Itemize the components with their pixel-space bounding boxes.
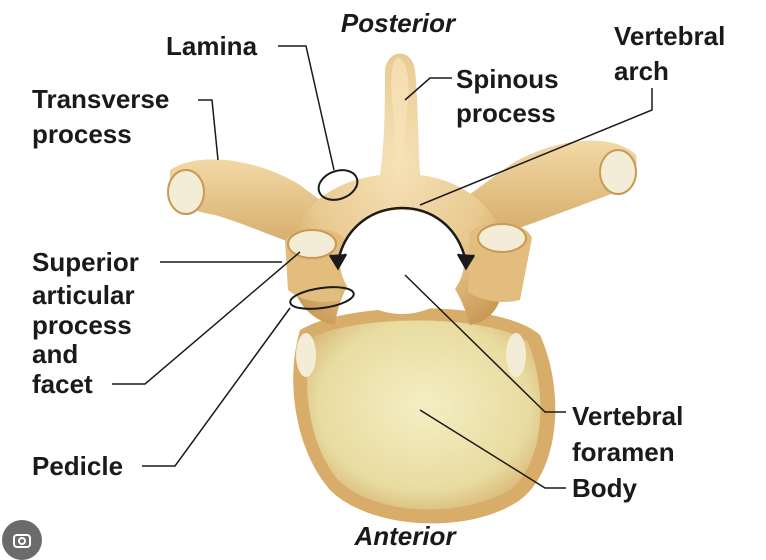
label-foramen-2: foramen [572, 437, 675, 467]
label-arch-2: arch [614, 56, 669, 86]
label-superior-3: process [32, 310, 132, 340]
label-lamina: Lamina [166, 31, 258, 61]
leader-pedicle [142, 308, 290, 466]
label-transverse-2: process [32, 119, 132, 149]
posterior-label: Posterior [341, 8, 457, 38]
leader-transverse [198, 100, 218, 160]
label-superior-4: and [32, 339, 78, 369]
label-transverse-1: Transverse [32, 84, 169, 114]
label-arch-1: Vertebral [614, 21, 725, 51]
label-body: Body [572, 473, 638, 503]
label-pedicle: Pedicle [32, 451, 123, 481]
anterior-label: Anterior [353, 521, 457, 550]
lens-search-icon[interactable] [2, 520, 42, 560]
leader-lamina [278, 46, 334, 170]
label-superior-5: facet [32, 369, 93, 399]
leader-superior-articular [112, 252, 300, 384]
camera-lens-icon [12, 530, 32, 550]
label-spinous-1: Spinous [456, 64, 559, 94]
label-superior-1: Superior [32, 247, 139, 277]
label-spinous-2: process [456, 98, 556, 128]
label-superior-2: articular [32, 280, 135, 310]
label-foramen-1: Vertebral [572, 401, 683, 431]
vertebral-body [293, 308, 555, 523]
